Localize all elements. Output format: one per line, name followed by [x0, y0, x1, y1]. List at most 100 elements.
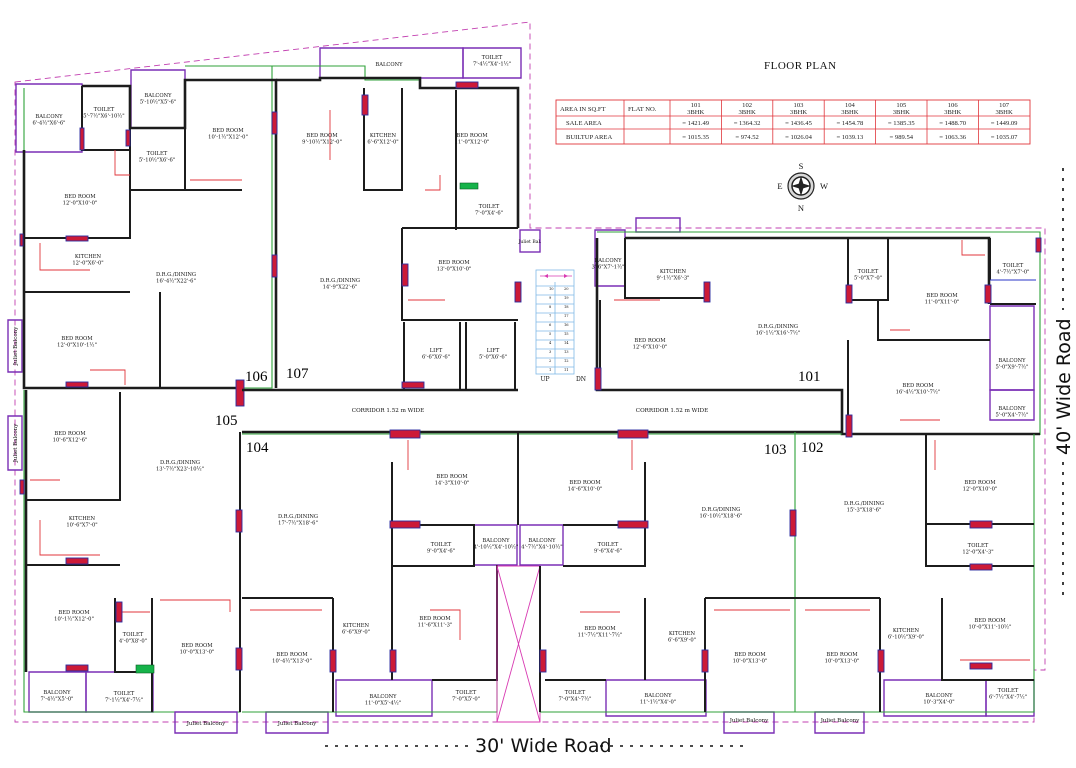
room-label-line: BED ROOM: [306, 133, 338, 139]
room-label-line: 7'-0"X4'-6": [475, 210, 503, 216]
block-101-walls: [594, 217, 1041, 436]
juliet-bottom-2: Juliet Balcony: [277, 721, 317, 727]
room-label-line: KITCHEN: [370, 133, 397, 139]
compass-n: N: [798, 203, 804, 213]
corridor-label-right: CORRIDOR 1.52 m WIDE: [636, 408, 708, 414]
room-label-line: D.R.G./DINING: [156, 272, 196, 278]
table-sale-area: = 1436.45: [785, 120, 812, 127]
room-label-line: 5'-0"X9'-7½": [995, 363, 1028, 370]
room-label-line: 14'-6"X10'-0": [568, 486, 603, 492]
table-flat-no: 107: [999, 102, 1010, 109]
room-label-line: 7'-4½"X5'-0": [40, 695, 73, 702]
room-label-line: TOILET: [858, 269, 879, 275]
room-label-line: 7'-0"X4'-7½": [558, 695, 591, 702]
flat-number-labels: 106 107 105 104 101 103 102: [215, 366, 824, 458]
room-label-line: TOILET: [123, 632, 144, 638]
table-sale-area: = 1488.70: [939, 120, 966, 127]
road-bottom: 30' Wide Road: [325, 735, 745, 757]
room-label-line: BALCONY: [644, 693, 672, 699]
juliet-left-1: Juliet Balcony: [13, 326, 19, 366]
table-builtup-area: = 1063.36: [939, 134, 966, 141]
shaft-void: [496, 565, 541, 723]
room-label-line: BALCONY: [482, 538, 510, 544]
juliet-top-label: Juliet Bal.: [518, 239, 542, 245]
room-label-line: BED ROOM: [569, 480, 601, 486]
compass-icon: S N E W: [777, 161, 828, 213]
stair-step-number: 1: [549, 368, 551, 372]
table-sale-area: = 1454.78: [837, 120, 864, 127]
road-right: 40' Wide Road: [1053, 168, 1075, 595]
room-label-line: TOILET: [1003, 263, 1024, 269]
room-label-line: 16'-1½"X16'-7½": [756, 329, 801, 336]
stair-step-number: 20: [564, 287, 569, 291]
stair-step-number: 6: [549, 323, 552, 327]
room-label-line: 11'-0"X12'-0": [455, 139, 490, 145]
room-label-line: 7'-1½"X4'-7½": [105, 696, 143, 703]
flat-number-107: 107: [286, 366, 309, 382]
room-label-line: 5'-7½"X6'-10½": [83, 112, 124, 119]
room-label-line: D.R.G/DINING: [702, 507, 741, 513]
room-label-line: 7'-4½"X4'-1½": [473, 60, 511, 67]
stair-step-number: 15: [564, 332, 569, 336]
room-label-line: KITCHEN: [893, 628, 920, 634]
room-label-line: TOILET: [482, 55, 503, 61]
room-label-line: 12'-0"X4'-3": [962, 549, 993, 555]
room-label-line: BED ROOM: [436, 474, 468, 480]
room-label-line: BALCONY: [35, 114, 63, 120]
room-label-line: D.R.G./DINING: [320, 278, 360, 284]
room-label-line: 11'-7½"X11'-7½": [578, 631, 623, 638]
room-label-line: 13'-0"X10'-0": [437, 266, 472, 272]
table-flat-type: 3BHK: [893, 109, 910, 116]
room-label-line: 10'-1½"X12'-0": [54, 615, 94, 622]
room-label-line: BED ROOM: [419, 616, 451, 622]
room-label-line: TOILET: [456, 690, 477, 696]
table-builtup-area: = 989.54: [890, 134, 914, 141]
block-102-doors: [877, 520, 993, 673]
flat-number-102: 102: [801, 440, 824, 456]
room-label-line: 9'-0"X4'-6": [427, 548, 455, 554]
table-sale-area: = 1449.09: [991, 120, 1018, 127]
room-label-line: 7'-0"X5'-0": [452, 696, 480, 702]
room-label-line: 10'-3"X4'-0": [923, 699, 954, 705]
stair-step-number: 14: [564, 341, 569, 345]
stair-step-number: 5: [549, 332, 552, 336]
table-flat-no: 102: [742, 102, 752, 109]
room-label-line: 16'-4½"X10'-7½": [896, 388, 941, 395]
room-label-line: BALCONY: [998, 406, 1026, 412]
staircase: [535, 269, 575, 375]
room-label-line: 6'-7½"X4'-7½": [989, 693, 1027, 700]
stair-step-number: 12: [564, 359, 569, 363]
room-label-line: 11'-0"X5'-4½": [365, 699, 401, 706]
room-label-line: BALCONY: [925, 693, 953, 699]
room-label-line: D.R.G./DINING: [758, 324, 798, 330]
room-label-line: 10'-6"X7'-0": [66, 522, 97, 528]
plot-boundary: [14, 21, 1046, 723]
block-102-walls: [795, 434, 1035, 717]
juliet-balcony-labels: Juliet Bal. Juliet Balcony Juliet Balcon…: [13, 239, 860, 727]
room-label-line: BALCONY: [43, 690, 71, 696]
block-103-walls: [519, 432, 865, 734]
room-label-line: BALCONY: [375, 62, 403, 68]
table-flat-type: 3BHK: [995, 109, 1012, 116]
room-label-line: 6'-6"X6'-6": [422, 354, 450, 360]
